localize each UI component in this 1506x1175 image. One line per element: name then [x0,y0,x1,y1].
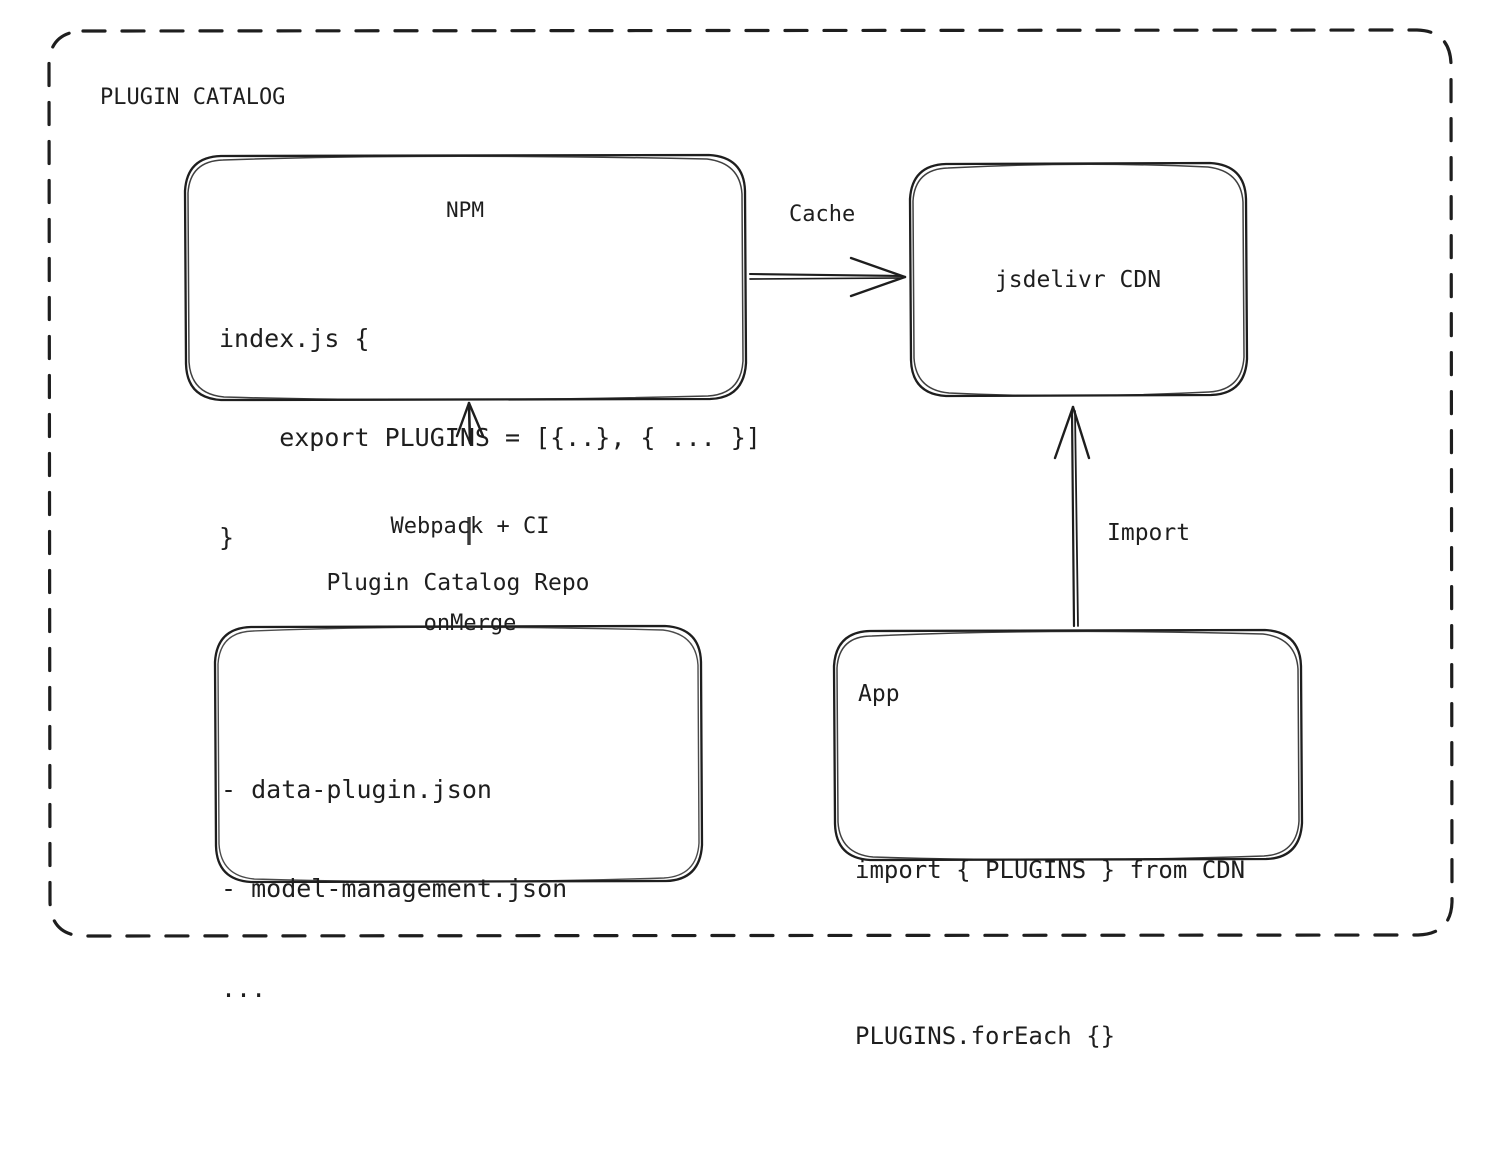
npm-node-shape[interactable] [183,153,748,402]
edge-label-webpack-line-1: Webpack + CI [390,514,550,540]
repo-list-item-3: ... [221,974,267,1003]
edge-repo-to-npm [455,401,485,545]
cdn-node-shape[interactable] [908,161,1249,398]
diagram-canvas: PLUGIN CATALOG NPM index.js { export PLU… [47,28,1454,1050]
app-node-code: import { PLUGINS } from CDN PLUGINS.forE… [855,733,1245,1175]
cdn-node-title: jsdelivr CDN [994,267,1162,293]
npm-code-line-2: export PLUGINS = [{..}, { ... }] [219,423,761,453]
edge-app-to-cdn [1053,405,1091,628]
repo-node-title: Plugin Catalog Repo [326,570,590,596]
app-code-line-1: import { PLUGINS } from CDN [855,856,1246,885]
plugin-catalog-title: PLUGIN CATALOG [100,85,286,110]
diagram-sketch-layer [47,28,1454,938]
npm-code-line-3: } [219,523,235,552]
edge-npm-to-cdn [748,256,907,298]
repo-node-file-list: - data-plugin.json - model-management.js… [221,706,567,1072]
app-code-line-2: PLUGINS.forEach {} [855,1021,1116,1050]
app-node-shape[interactable] [832,628,1304,862]
edge-label-cache: Cache [789,202,856,227]
npm-node-title: NPM [446,198,484,222]
edge-label-webpack-ci: Webpack + CI onMerge [330,447,610,704]
npm-node-code: index.js { export PLUGINS = [{..}, { ...… [219,255,761,621]
repo-list-item-2: - model-management.json [221,874,568,904]
plugin-catalog-container-border [47,28,1454,938]
edge-label-webpack-line-2: onMerge [423,610,517,636]
npm-code-line-1: index.js { [219,323,370,353]
app-node-title: App [858,681,900,707]
repo-list-item-1: - data-plugin.json [221,774,492,804]
edge-label-import: Import [1107,520,1191,546]
repo-node-shape[interactable] [213,624,704,884]
